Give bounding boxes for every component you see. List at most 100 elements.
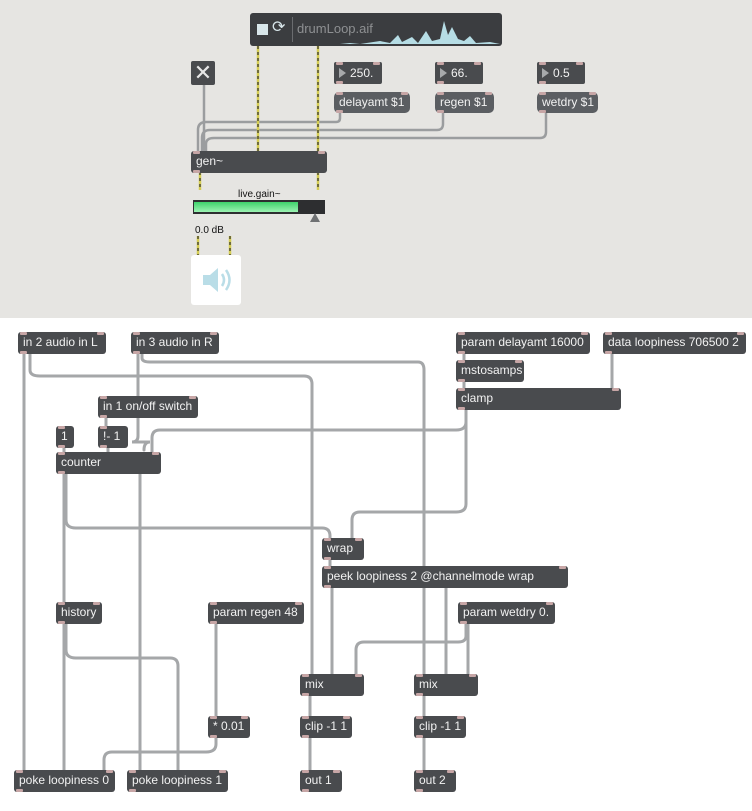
object-const-1[interactable]: 1 xyxy=(56,426,74,448)
outlet-marker[interactable] xyxy=(58,445,65,448)
inlet-marker[interactable] xyxy=(219,770,226,773)
loop-icon[interactable]: ⟳ xyxy=(272,19,286,36)
inlet-marker[interactable] xyxy=(546,602,553,605)
inlet-marker[interactable] xyxy=(458,388,465,391)
outlet-marker[interactable] xyxy=(605,351,612,354)
inlet-marker[interactable] xyxy=(193,151,200,154)
inlet-marker[interactable] xyxy=(605,332,612,335)
inlet-marker[interactable] xyxy=(129,770,136,773)
inlet-marker[interactable] xyxy=(355,538,362,541)
inlet-marker[interactable] xyxy=(437,92,444,95)
inlet-marker[interactable] xyxy=(336,92,343,95)
outlet-marker[interactable] xyxy=(324,585,331,588)
ezdac-object[interactable] xyxy=(191,255,241,305)
object-out-2[interactable]: out 2 xyxy=(414,770,456,792)
outlet-marker[interactable] xyxy=(460,621,467,624)
gen-object[interactable]: gen~ xyxy=(191,151,327,173)
outlet-marker[interactable] xyxy=(539,110,546,113)
inlet-marker[interactable] xyxy=(302,716,309,719)
outlet-marker[interactable] xyxy=(302,693,309,696)
outlet-marker[interactable] xyxy=(458,407,465,410)
inlet-marker[interactable] xyxy=(189,396,196,399)
inlet-marker[interactable] xyxy=(416,674,423,677)
inlet-marker[interactable] xyxy=(559,566,566,569)
inlet-marker[interactable] xyxy=(295,602,302,605)
inlet-marker[interactable] xyxy=(460,602,467,605)
object-wrap[interactable]: wrap xyxy=(322,538,364,560)
inlet-marker[interactable] xyxy=(737,332,744,335)
outlet-marker[interactable] xyxy=(302,789,309,792)
inlet-marker[interactable] xyxy=(515,360,522,363)
number-wetdry[interactable]: 0.5 xyxy=(537,62,585,84)
outlet-marker[interactable] xyxy=(210,621,217,624)
inlet-marker[interactable] xyxy=(106,770,113,773)
object-counter[interactable]: counter xyxy=(56,452,161,474)
outlet-marker[interactable] xyxy=(458,351,465,354)
inlet-marker[interactable] xyxy=(437,62,444,65)
stop-icon[interactable] xyxy=(257,24,268,35)
inlet-marker[interactable] xyxy=(93,602,100,605)
outlet-marker[interactable] xyxy=(416,693,423,696)
inlet-marker[interactable] xyxy=(20,332,27,335)
outlet-marker[interactable] xyxy=(539,81,546,84)
inlet-marker[interactable] xyxy=(16,770,23,773)
inlet-marker[interactable] xyxy=(133,332,140,335)
inlet-marker[interactable] xyxy=(241,716,248,719)
inlet-marker[interactable] xyxy=(469,674,476,677)
outlet-marker[interactable] xyxy=(336,81,343,84)
inlet-marker[interactable] xyxy=(373,62,380,65)
object-in-2[interactable]: in 2 audio in L xyxy=(18,332,106,354)
inlet-marker[interactable] xyxy=(58,426,65,429)
inlet-marker[interactable] xyxy=(485,92,492,95)
object-mstosamps[interactable]: mstosamps xyxy=(456,360,524,382)
inlet-marker[interactable] xyxy=(333,770,340,773)
inlet-marker[interactable] xyxy=(318,151,325,154)
outlet-marker[interactable] xyxy=(58,471,65,474)
inlet-marker[interactable] xyxy=(58,452,65,455)
outlet-marker[interactable] xyxy=(437,81,444,84)
inlet-marker[interactable] xyxy=(416,716,423,719)
object-peek-loopiness[interactable]: peek loopiness 2 @channelmode wrap xyxy=(322,566,568,588)
object-mix-left[interactable]: mix xyxy=(300,674,364,696)
inlet-marker[interactable] xyxy=(539,92,546,95)
live-gain-thumb-icon[interactable] xyxy=(310,213,320,222)
inlet-marker[interactable] xyxy=(324,566,331,569)
inlet-marker[interactable] xyxy=(539,62,546,65)
inlet-marker[interactable] xyxy=(58,602,65,605)
inlet-marker[interactable] xyxy=(210,332,217,335)
inlet-marker[interactable] xyxy=(324,538,331,541)
inlet-marker[interactable] xyxy=(458,360,465,363)
inlet-marker[interactable] xyxy=(97,332,104,335)
outlet-marker[interactable] xyxy=(58,621,65,624)
toggle-x-icon[interactable]: ✕ xyxy=(191,61,215,85)
outlet-marker[interactable] xyxy=(210,735,217,738)
sfplay-object[interactable]: ⟳ drumLoop.aif xyxy=(250,13,502,46)
message-regen[interactable]: regen $1 xyxy=(435,92,494,113)
outlet-marker[interactable] xyxy=(129,789,136,792)
inlet-marker[interactable] xyxy=(343,716,350,719)
outlet-marker[interactable] xyxy=(20,351,27,354)
inlet-marker[interactable] xyxy=(401,92,408,95)
outlet-marker[interactable] xyxy=(458,379,465,382)
inlet-marker[interactable] xyxy=(302,674,309,677)
object-multiply[interactable]: * 0.01 xyxy=(208,716,250,738)
outlet-marker[interactable] xyxy=(302,735,309,738)
gen-subpatcher-canvas[interactable]: in 2 audio in L in 3 audio in R param de… xyxy=(0,318,752,811)
outlet-marker[interactable] xyxy=(324,557,331,560)
object-param-delayamt[interactable]: param delayamt 16000 xyxy=(456,332,590,354)
inlet-marker[interactable] xyxy=(336,62,343,65)
outlet-marker[interactable] xyxy=(416,789,423,792)
inlet-marker[interactable] xyxy=(100,426,107,429)
object-history[interactable]: history xyxy=(56,602,102,624)
outlet-marker[interactable] xyxy=(100,415,107,418)
outlet-marker[interactable] xyxy=(16,789,23,792)
outlet-marker[interactable] xyxy=(133,351,140,354)
message-delayamt[interactable]: delayamt $1 xyxy=(334,92,410,113)
outlet-marker[interactable] xyxy=(336,110,343,113)
inlet-marker[interactable] xyxy=(457,716,464,719)
inlet-marker[interactable] xyxy=(458,332,465,335)
inlet-marker[interactable] xyxy=(210,716,217,719)
sound-file-name[interactable]: drumLoop.aif xyxy=(297,21,373,36)
outlet-marker[interactable] xyxy=(437,110,444,113)
inlet-marker[interactable] xyxy=(612,388,619,391)
